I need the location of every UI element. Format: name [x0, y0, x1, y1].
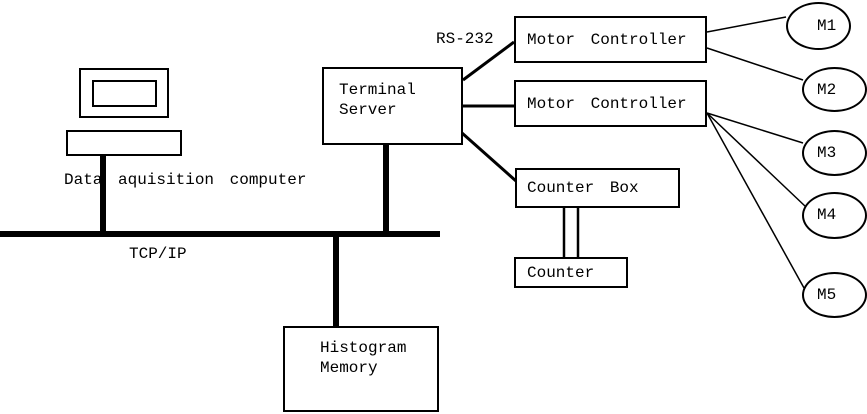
motor-controller-1-node: Motor Controller	[514, 16, 707, 63]
motor-m4-label: M4	[817, 206, 837, 224]
counter-box-node: Counter Box	[515, 168, 680, 208]
counter-node: Counter	[514, 257, 628, 288]
motor-m2-node: M2	[802, 67, 867, 112]
motor-controller-1-label: Motor Controller	[527, 30, 687, 49]
computer-screen-icon	[92, 80, 157, 107]
counter-box-label: Counter Box	[527, 179, 639, 197]
motor-m4-node: M4	[802, 192, 867, 239]
mc2-m5-line	[706, 112, 805, 289]
motor-controller-2-label: Motor Controller	[527, 94, 687, 113]
tcp-ip-label: TCP/IP	[129, 245, 187, 263]
motor-m2-label: M2	[817, 81, 837, 99]
motor-m5-node: M5	[802, 272, 867, 318]
mc1-m1-line	[706, 16, 787, 33]
motor-m3-label: M3	[817, 144, 837, 162]
histogram-memory-label: Histogram Memory	[320, 339, 407, 377]
motor-m3-node: M3	[802, 130, 867, 176]
motor-m1-node: M1	[786, 2, 851, 50]
histogram-memory-node: Histogram Memory	[283, 326, 439, 412]
computer-label: Data aquisition computer	[64, 171, 307, 189]
serial-link-counter-box-line	[461, 131, 517, 183]
mc2-m3-line	[706, 112, 804, 144]
terminal-server-label: Terminal Server	[339, 81, 416, 119]
terminal-server-node: Terminal Server	[322, 67, 463, 145]
motor-m1-label: M1	[817, 17, 837, 35]
mc2-m4-line	[706, 112, 807, 208]
computer-monitor-icon	[79, 68, 169, 118]
rs-232-label: RS-232	[436, 30, 494, 48]
mc1-m2-line	[706, 47, 804, 81]
serial-link-mc1-line	[462, 40, 515, 82]
motor-m5-label: M5	[817, 286, 837, 304]
computer-keyboard-icon	[66, 130, 182, 156]
counter-label: Counter	[527, 263, 595, 282]
motor-controller-2-node: Motor Controller	[514, 80, 707, 127]
